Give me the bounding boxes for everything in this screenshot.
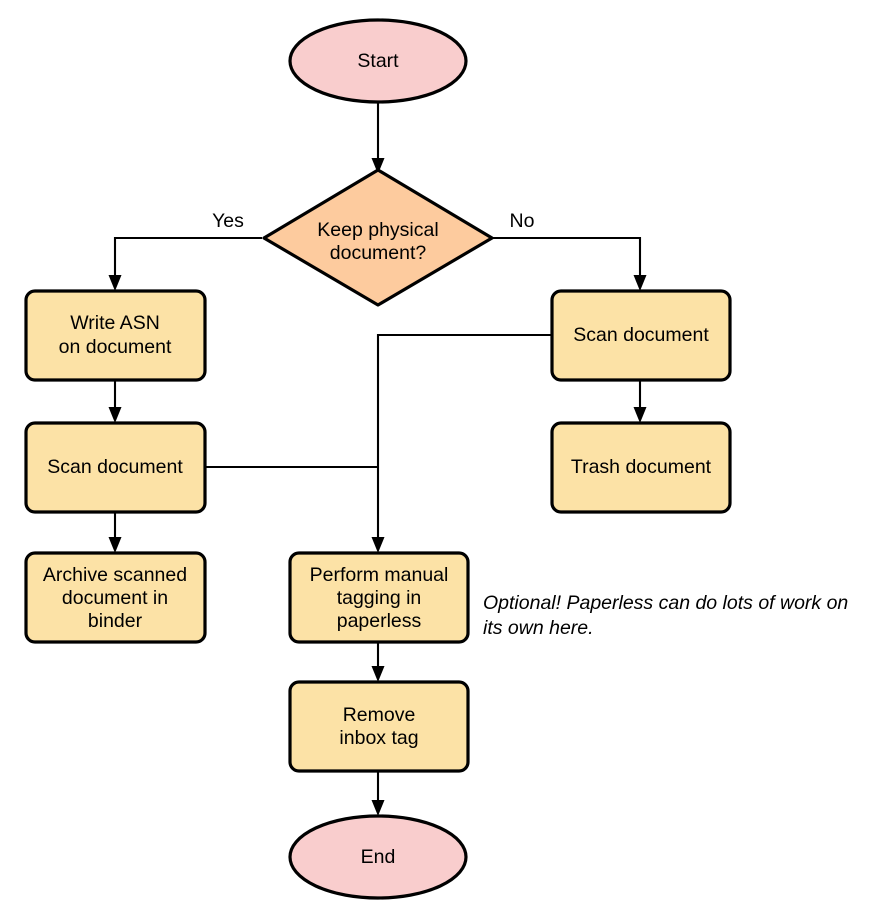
node-end[interactable]: End — [288, 814, 468, 900]
end-label: End — [361, 846, 396, 868]
edge-decision-yes-to-write-asn — [108, 236, 262, 291]
tagging-label-line3: paperless — [337, 610, 422, 632]
archive-label-line3: binder — [88, 610, 143, 632]
edge-start-to-decision — [371, 102, 385, 174]
node-start[interactable]: Start — [288, 18, 468, 104]
tagging-label-line1: Perform manual — [310, 564, 449, 586]
remove-inbox-box-shape — [288, 680, 470, 773]
trash-document-box-shape — [550, 421, 732, 514]
scan-document-right-box-shape — [550, 289, 732, 382]
trash-document-label: Trash document — [571, 456, 712, 478]
edge-scan-left-to-archive — [108, 512, 122, 553]
scan-document-left-box-shape — [24, 421, 207, 514]
edge-label-yes: Yes — [212, 210, 244, 232]
tagging-label-line2: tagging in — [337, 587, 422, 609]
start-ellipse-shape — [288, 18, 468, 104]
write-asn-label-line2: on document — [59, 336, 172, 358]
node-perform-manual-tagging[interactable]: Perform manual tagging in paperless — [288, 551, 470, 644]
node-trash-document[interactable]: Trash document — [550, 421, 732, 514]
edge-write-asn-to-scan-left — [108, 380, 122, 423]
edge-tagging-to-remove-inbox — [371, 643, 385, 682]
remove-inbox-label-line2: inbox tag — [339, 727, 418, 749]
node-archive-scanned-document[interactable]: Archive scanned document in binder — [24, 551, 207, 644]
annotation-line2: its own here. — [483, 617, 594, 639]
archive-box-shape — [24, 551, 207, 644]
node-write-asn-on-document[interactable]: Write ASN on document — [24, 289, 207, 382]
scan-document-right-label: Scan document — [573, 324, 709, 346]
edge-scan-right-to-tagging — [371, 333, 552, 553]
scan-document-left-label: Scan document — [47, 456, 183, 478]
edge-remove-inbox-to-end — [371, 770, 385, 816]
decision-diamond-shape — [262, 168, 494, 307]
write-asn-box-shape — [24, 289, 207, 382]
annotation-note: Optional! Paperless can do lots of work … — [483, 592, 848, 639]
tagging-box-shape — [288, 551, 470, 644]
edge-decision-no-to-scan-right — [492, 236, 647, 291]
node-scan-document-right[interactable]: Scan document — [550, 289, 732, 382]
remove-inbox-label-line1: Remove — [343, 704, 416, 726]
edge-scan-right-to-trash — [633, 380, 647, 423]
node-remove-inbox-tag[interactable]: Remove inbox tag — [288, 680, 470, 773]
end-ellipse-shape — [288, 814, 468, 900]
decision-label-line1: Keep physical — [317, 219, 438, 241]
archive-label-line1: Archive scanned — [43, 564, 187, 586]
write-asn-label-line1: Write ASN — [70, 312, 160, 334]
start-label: Start — [357, 50, 399, 72]
edge-label-no: No — [510, 210, 535, 232]
annotation-line1: Optional! Paperless can do lots of work … — [483, 592, 848, 614]
decision-label-line2: document? — [330, 242, 427, 264]
node-scan-document-left[interactable]: Scan document — [24, 421, 207, 514]
node-decision-keep-physical-document[interactable]: Keep physical document? — [262, 168, 494, 307]
archive-label-line2: document in — [62, 587, 168, 609]
